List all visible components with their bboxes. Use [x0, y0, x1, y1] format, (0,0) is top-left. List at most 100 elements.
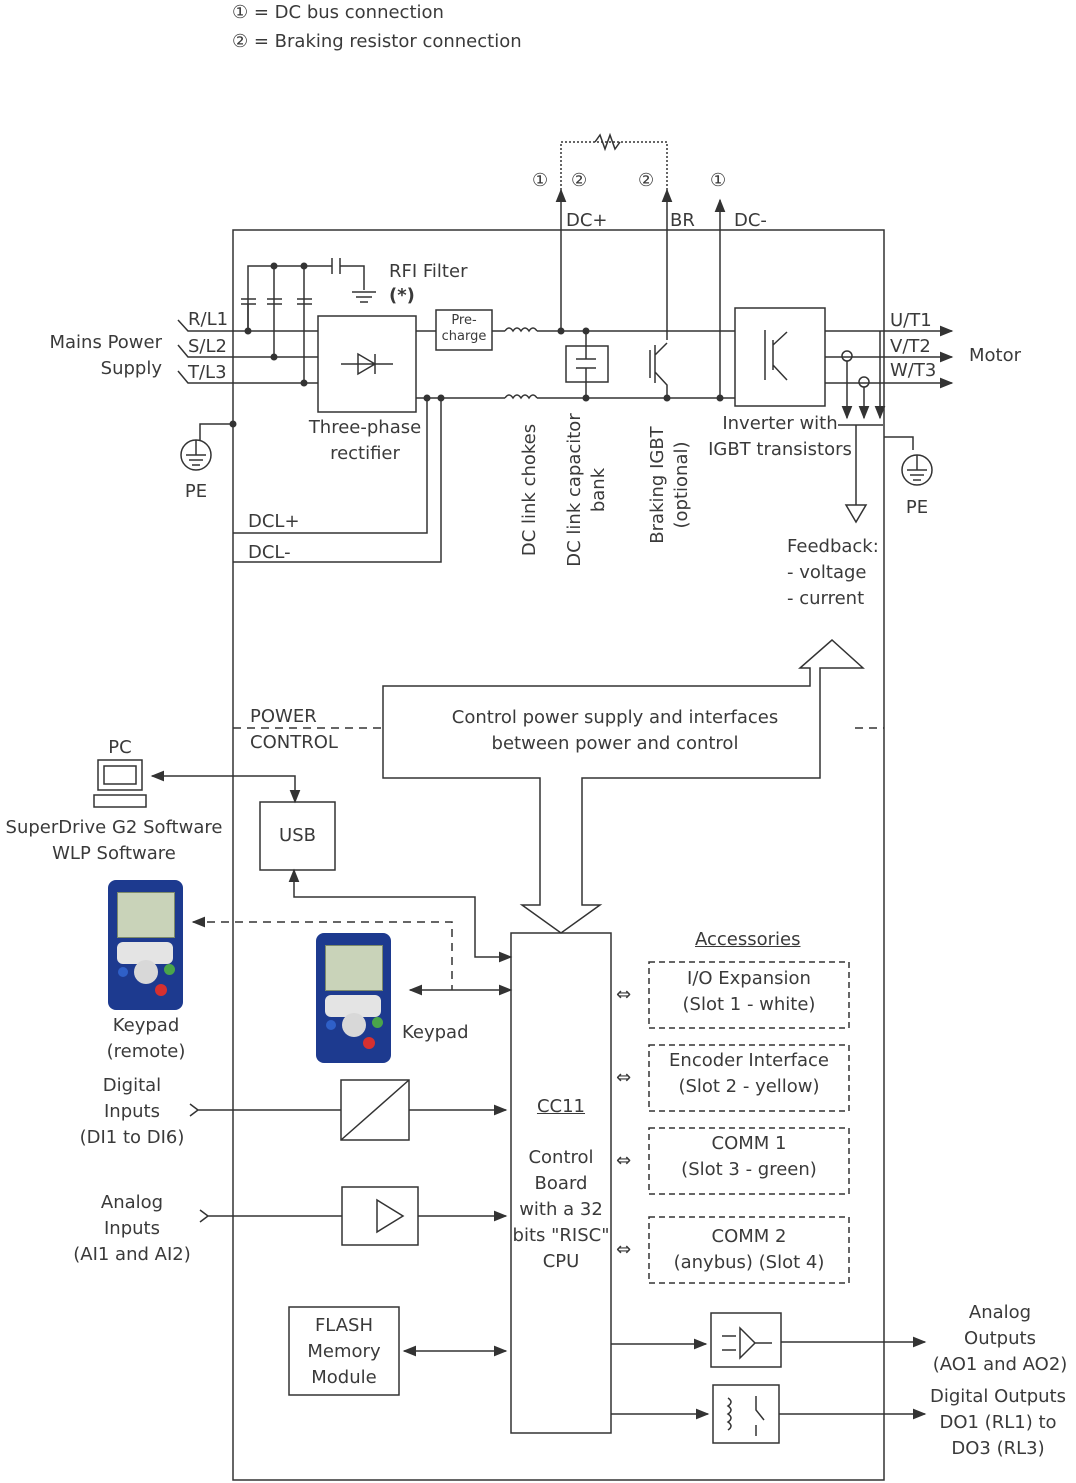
feedback-line-3: - current: [787, 588, 865, 609]
mains-label: Mains Power Supply: [40, 330, 163, 382]
feedback-line-1: Feedback:: [787, 536, 879, 557]
analog-outputs-line-1: Analog: [968, 1302, 1032, 1323]
capacitor-line-1: DC link capacitor: [564, 413, 585, 567]
slot3-arrow-icon: ⇔: [616, 1150, 632, 1171]
keypad-local-label: Keypad: [402, 1022, 469, 1043]
rectifier-label: Three-phase rectifier: [300, 415, 430, 467]
inverter-label: Inverter with IGBT transistors: [700, 411, 860, 463]
cc11-label: CC11: [536, 1096, 586, 1117]
keypad-remote-line-1: Keypad: [112, 1015, 180, 1036]
pe-left-label: PE: [184, 481, 208, 502]
rectifier-block: [317, 315, 417, 413]
legend-braking-resistor: ② = Braking resistor connection: [232, 31, 522, 52]
inverter-block: [734, 307, 826, 407]
capacitor-line-2: bank: [588, 467, 609, 513]
mains-line-2: Supply: [100, 358, 162, 379]
digital-inputs-label: Digital Inputs (DI1 to DI6): [62, 1073, 202, 1151]
output-v: V/T2: [890, 336, 931, 357]
keypad-local-image[interactable]: [316, 933, 391, 1063]
software-line-1: SuperDrive G2 Software: [5, 817, 223, 838]
dc-plus-label: DC+: [566, 210, 608, 231]
rectifier-line-1: Three-phase: [308, 417, 422, 438]
braking-line-2: (optional): [671, 441, 692, 529]
br-label: BR: [670, 210, 695, 231]
br-marker-right: ②: [638, 170, 655, 191]
board-line-5: CPU: [542, 1251, 580, 1272]
digital-outputs-label: Digital Outputs DO1 (RL1) to DO3 (RL3): [920, 1384, 1076, 1462]
slot-encoder-interface: Encoder Interface (Slot 2 - yellow): [649, 1048, 849, 1100]
power-label: POWER: [250, 706, 317, 727]
interface-line-2: between power and control: [491, 733, 739, 754]
flash-line-2: Memory: [307, 1341, 381, 1362]
precharge-block: [435, 309, 493, 351]
analog-inputs-line-1: Analog: [100, 1192, 164, 1213]
digital-outputs-line-3: DO3 (RL3): [951, 1438, 1045, 1459]
interface-line-1: Control power supply and interfaces: [451, 707, 779, 728]
keypad-remote-image[interactable]: [108, 880, 183, 1010]
slot1-arrow-icon: ⇔: [616, 984, 632, 1005]
board-line-4: bits "RISC": [512, 1225, 610, 1246]
mains-line-1: Mains Power: [49, 332, 163, 353]
analog-inputs-line-2: Inputs: [104, 1218, 160, 1239]
pc-label: PC: [108, 737, 132, 758]
drive-enclosure: [232, 229, 885, 1481]
br-marker-left: ②: [571, 170, 588, 191]
inverter-line-1: Inverter with: [722, 413, 838, 434]
dc-link-chokes-label: DC link chokes: [519, 423, 540, 557]
keypad-remote-label: Keypad (remote): [96, 1013, 196, 1065]
rfi-note: (*): [389, 285, 415, 306]
slot1-line-2: (Slot 1 - white): [682, 994, 816, 1015]
dc-minus-marker: ①: [710, 170, 727, 191]
slot4-arrow-icon: ⇔: [616, 1239, 632, 1260]
accessories-label: Accessories: [695, 929, 801, 950]
software-line-2: WLP Software: [52, 843, 176, 864]
board-line-2: Board: [534, 1173, 588, 1194]
output-w: W/T3: [890, 360, 937, 381]
digital-outputs-line-1: Digital Outputs: [929, 1386, 1066, 1407]
motor-label: Motor: [969, 345, 1022, 366]
phase-t: T/L3: [188, 362, 227, 383]
digital-inputs-line-1: Digital: [102, 1075, 162, 1096]
digital-outputs-line-2: DO1 (RL1) to: [939, 1412, 1057, 1433]
flash-block: [288, 1306, 400, 1396]
analog-outputs-line-2: Outputs: [964, 1328, 1036, 1349]
board-line-1: Control: [528, 1147, 594, 1168]
braking-igbt-label: Braking IGBT (optional): [646, 420, 694, 550]
flash-label: FLASH Memory Module: [289, 1313, 399, 1391]
phase-r: R/L1: [188, 309, 229, 330]
slot4-line-1: COMM 2: [711, 1226, 787, 1247]
flash-line-3: Module: [311, 1367, 377, 1388]
interface-label: Control power supply and interfaces betw…: [420, 705, 810, 757]
control-board-label: Control Board with a 32 bits "RISC" CPU: [505, 1145, 617, 1275]
capacitor-label: DC link capacitor bank: [563, 410, 611, 570]
board-line-3: with a 32: [519, 1199, 603, 1220]
slot1-line-1: I/O Expansion: [687, 968, 811, 989]
software-label: SuperDrive G2 Software WLP Software: [0, 815, 228, 867]
keypad-remote-line-2: (remote): [106, 1041, 186, 1062]
control-label: CONTROL: [250, 732, 338, 753]
analog-inputs-line-3: (AI1 and AI2): [73, 1244, 191, 1265]
slot3-line-2: (Slot 3 - green): [681, 1159, 817, 1180]
rfi-filter-label: RFI Filter: [389, 261, 468, 282]
feedback-line-2: - voltage: [787, 562, 867, 583]
slot-comm2: COMM 2 (anybus) (Slot 4): [649, 1224, 849, 1276]
dcl-plus-label: DCL+: [248, 511, 300, 532]
slot-io-expansion: I/O Expansion (Slot 1 - white): [649, 966, 849, 1018]
slot-comm1: COMM 1 (Slot 3 - green): [649, 1131, 849, 1183]
slot4-line-2: (anybus) (Slot 4): [673, 1252, 825, 1273]
braking-line-1: Braking IGBT: [647, 426, 668, 544]
rectifier-line-2: rectifier: [330, 443, 400, 464]
control-board-block: [510, 932, 612, 1434]
precharge-line-2: charge: [441, 329, 487, 344]
slot2-arrow-icon: ⇔: [616, 1067, 632, 1088]
dc-plus-marker: ①: [532, 170, 549, 191]
dc-minus-label: DC-: [734, 210, 767, 231]
analog-outputs-label: Analog Outputs (AO1 and AO2): [920, 1300, 1076, 1378]
inverter-line-2: IGBT transistors: [708, 439, 852, 460]
analog-outputs-line-3: (AO1 and AO2): [932, 1354, 1068, 1375]
usb-label: USB: [279, 825, 316, 846]
flash-line-1: FLASH: [314, 1315, 374, 1336]
dcl-minus-label: DCL-: [248, 542, 291, 563]
phase-s: S/L2: [188, 336, 227, 357]
